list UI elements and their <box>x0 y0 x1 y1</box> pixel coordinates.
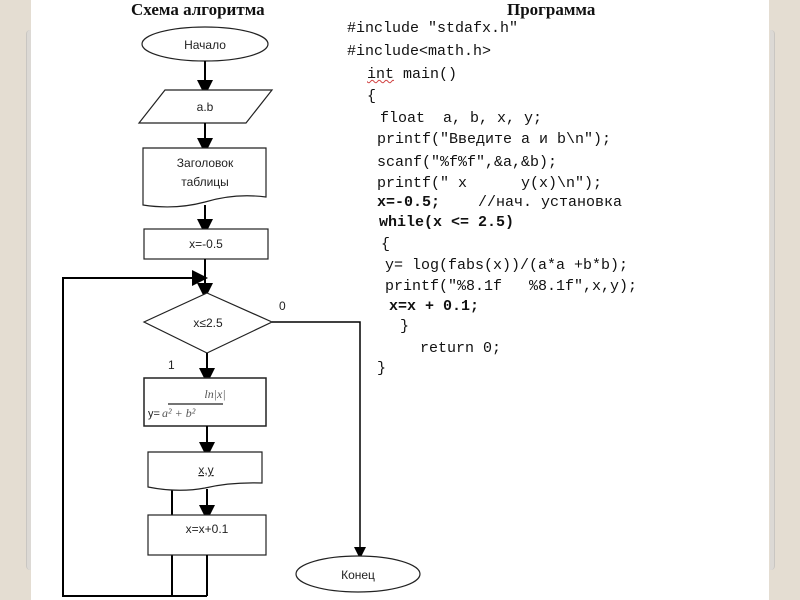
program-heading: Программа <box>507 0 596 19</box>
input-label: a.b <box>197 100 214 114</box>
branch-false-label: 0 <box>279 299 286 313</box>
code-line-11: { <box>381 236 391 253</box>
code-line-8: printf(" x y(x)\n"); <box>377 175 603 192</box>
formula-prefix: y= <box>148 408 160 420</box>
increment-label: x=x+0.1 <box>186 522 229 536</box>
code-keyword-int: int <box>367 66 395 83</box>
slide-frame-left <box>26 30 31 570</box>
end-terminal <box>295 555 421 593</box>
header-label-line1: Заголовок <box>177 156 234 170</box>
slide <box>31 0 769 600</box>
input-parallelogram <box>137 89 274 124</box>
code-line-3-rest: main() <box>394 66 458 83</box>
output-label: x,y <box>198 463 213 477</box>
flowchart-heading: Схема алгоритма <box>131 0 265 19</box>
formula-denominator: a² + b² <box>162 406 196 420</box>
table-header-document <box>142 147 267 208</box>
code-line-10: while(x <= 2.5) <box>379 214 515 231</box>
code-line-4: { <box>367 88 377 105</box>
false-branch-line <box>272 321 366 559</box>
formula-process <box>143 377 267 427</box>
code-line-12: y= log(fabs(x))/(a*a +b*b); <box>385 257 629 274</box>
start-label: Начало <box>184 38 226 52</box>
code-line-1: #include "stdafx.h" <box>347 20 519 37</box>
init-label: x=-0.5 <box>189 237 223 251</box>
end-label: Конец <box>341 568 375 582</box>
code-line-6: printf("Введите a и b\n"); <box>377 131 612 148</box>
code-line-13: printf("%8.1f %8.1f",x,y); <box>385 278 638 295</box>
branch-true-label: 1 <box>168 358 175 372</box>
increment-process <box>147 514 267 556</box>
code-line-7: scanf("%f%f",&a,&b); <box>377 154 558 171</box>
output-document <box>147 451 263 491</box>
formula-numerator: ln|x| <box>204 387 225 401</box>
code-line-5: float a, b, x, y; <box>380 110 543 127</box>
slide-frame-right <box>770 30 775 570</box>
code-line-3: int main() <box>367 65 457 85</box>
code-line-15: } <box>400 318 410 335</box>
code-line-14: x=x + 0.1; <box>389 298 480 315</box>
condition-label: x≤2.5 <box>193 316 223 330</box>
code-line-2: #include<math.h> <box>347 43 492 60</box>
code-line-9: x=-0.5; <box>377 194 441 211</box>
header-label-line2: таблицы <box>181 175 229 189</box>
code-line-16: return 0; <box>420 340 502 357</box>
init-process <box>143 228 269 260</box>
code-line-17: } <box>377 360 387 377</box>
code-comment: //нач. установка <box>478 194 623 211</box>
